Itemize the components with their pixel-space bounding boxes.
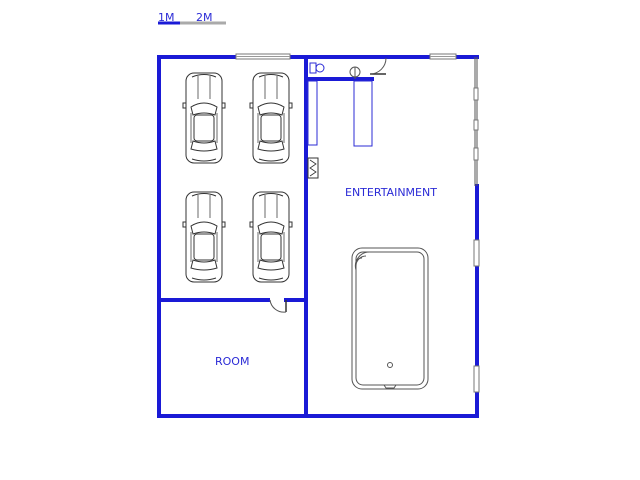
car-icon bbox=[249, 72, 293, 164]
scale-label-2m: 2M bbox=[196, 11, 213, 24]
garage-cars bbox=[182, 72, 293, 283]
interior-walls bbox=[157, 55, 374, 418]
car-icon bbox=[182, 72, 226, 164]
scale-label-1m: 1M bbox=[158, 11, 175, 24]
pool-table bbox=[351, 247, 429, 390]
windows bbox=[235, 53, 480, 393]
car-icon bbox=[182, 191, 226, 283]
bathroom-fixtures bbox=[309, 62, 361, 79]
car-icon bbox=[249, 191, 293, 283]
scale-bar: 1M 2M bbox=[158, 11, 226, 25]
fireplace-icon bbox=[307, 157, 319, 179]
bathroom-door bbox=[369, 57, 387, 75]
garage-door bbox=[269, 299, 287, 313]
room-label-room: ROOM bbox=[215, 355, 249, 368]
room-label-entertainment: ENTERTAINMENT bbox=[345, 186, 437, 199]
counters bbox=[307, 80, 373, 147]
